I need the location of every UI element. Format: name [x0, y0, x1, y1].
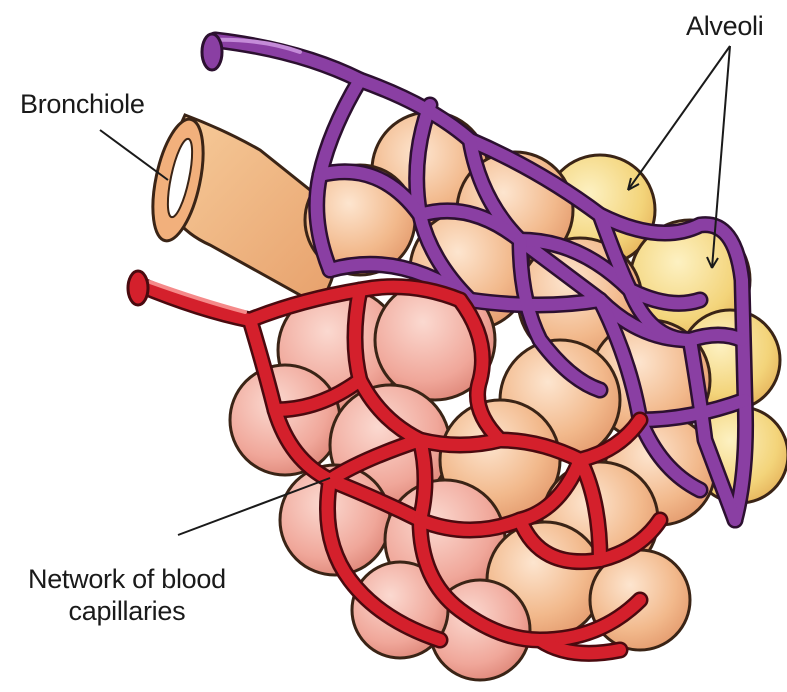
label-network-of-blood-capillaries: Network of blood capillaries	[28, 563, 226, 628]
label-bronchiole: Bronchiole	[20, 88, 145, 120]
pointer-line-bronchiole	[100, 130, 168, 180]
label-capillaries-line-1: Network of blood	[28, 563, 226, 595]
label-alveoli: Alveoli	[686, 10, 763, 42]
label-capillaries-line-2: capillaries	[28, 595, 226, 627]
pointer-line-alveoli-1	[628, 46, 730, 190]
